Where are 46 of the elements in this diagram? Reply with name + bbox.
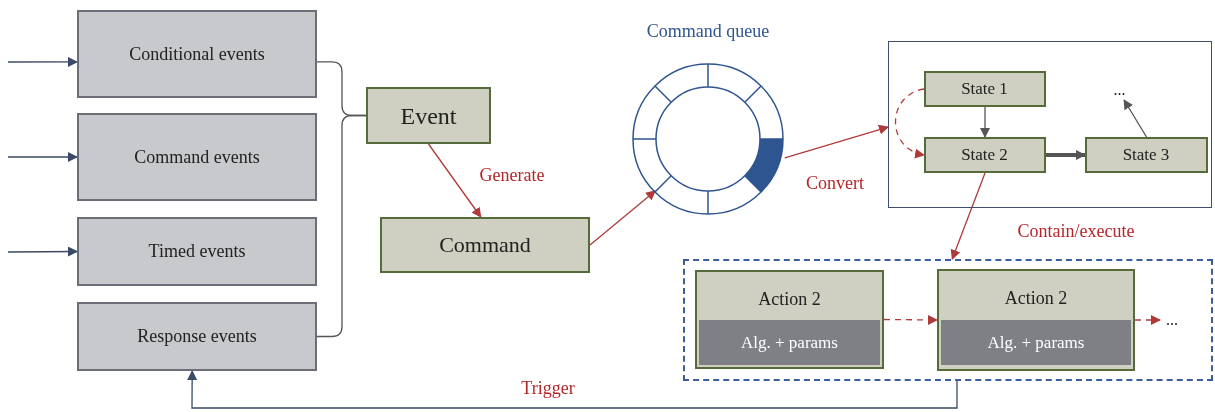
ellipsis-text: ... xyxy=(1107,79,1132,100)
state-box xyxy=(923,70,1046,107)
event-box xyxy=(77,302,317,371)
arrow xyxy=(1123,99,1148,138)
arrow xyxy=(784,124,889,159)
arrow xyxy=(883,314,938,325)
arrow xyxy=(427,143,482,218)
state-box xyxy=(923,136,1046,173)
node-label: Alg. + params xyxy=(987,331,1085,354)
action-box xyxy=(937,269,1135,371)
node-label: Response events xyxy=(137,325,257,348)
arrow xyxy=(589,190,656,246)
arrow xyxy=(187,370,958,409)
ellipsis-text: ... xyxy=(1160,310,1184,330)
arrow xyxy=(1134,315,1161,325)
arrow xyxy=(950,172,986,260)
node-label: Timed events xyxy=(148,240,246,263)
node-label: Command xyxy=(439,231,531,259)
event-box xyxy=(77,10,317,98)
queue-title: Command queue xyxy=(646,20,770,43)
node-label: State 2 xyxy=(961,143,1008,166)
command-box xyxy=(380,217,590,273)
node-label: Event xyxy=(400,101,457,131)
group-frame xyxy=(888,41,1212,208)
node-label: Command events xyxy=(134,145,260,169)
node-label: State 3 xyxy=(1122,143,1170,166)
arrow xyxy=(7,246,78,257)
event-box xyxy=(77,217,317,286)
group-frame xyxy=(683,259,1213,381)
node-label: Action 2 xyxy=(758,288,821,311)
arrow xyxy=(7,56,78,67)
algorithm-bar xyxy=(941,320,1131,365)
node-label: Alg. + params xyxy=(741,331,838,354)
arrow xyxy=(894,88,925,158)
arrow xyxy=(980,106,990,138)
action-box xyxy=(695,270,884,369)
arrow xyxy=(7,152,78,162)
event-box xyxy=(77,113,317,201)
node-label: Conditional events xyxy=(129,42,265,66)
event-box xyxy=(366,87,491,144)
connector-line xyxy=(316,114,367,338)
node-label: State 1 xyxy=(961,77,1008,100)
state-box xyxy=(1084,136,1208,173)
node-label: Action 2 xyxy=(1004,287,1068,310)
algorithm-bar xyxy=(699,320,880,365)
arrow xyxy=(1046,150,1086,160)
